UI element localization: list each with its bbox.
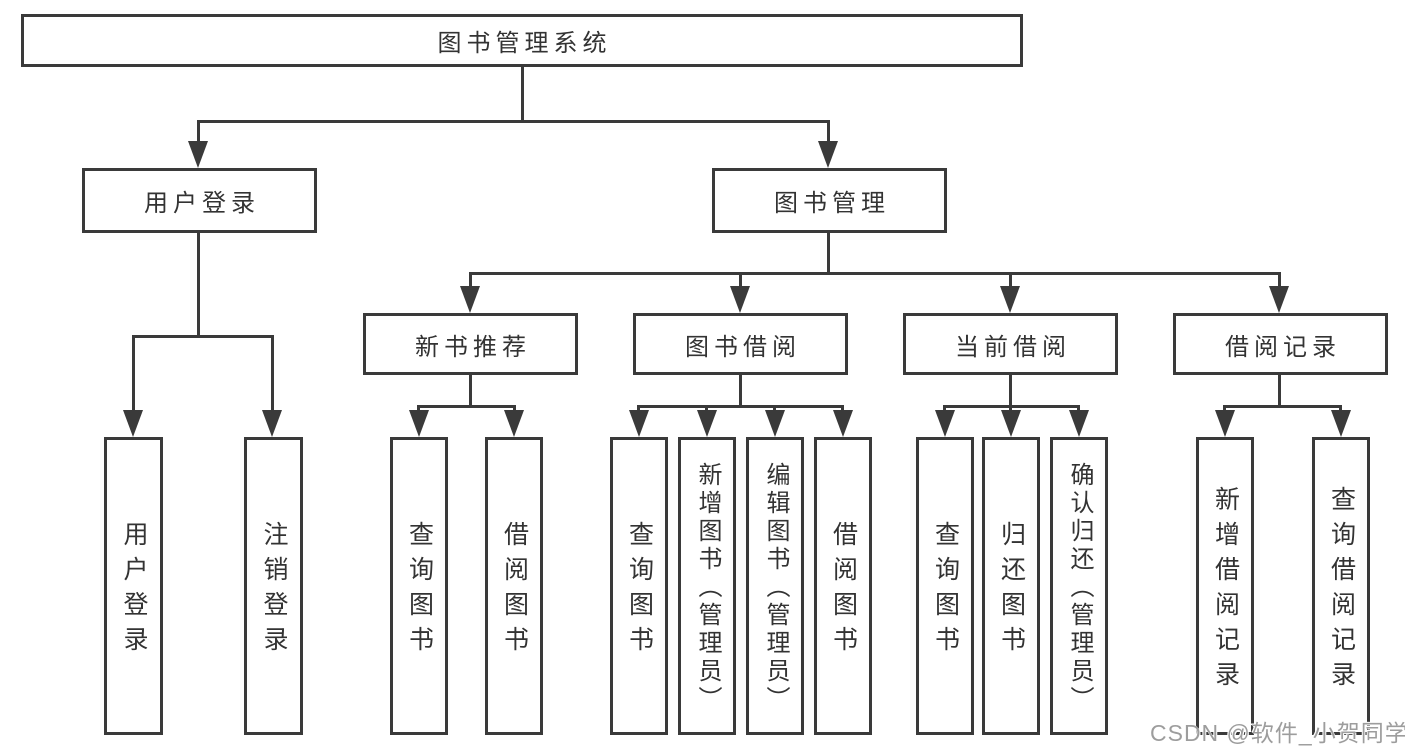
node-new-book-recommend: 新书推荐 [363,313,578,375]
node-root: 图书管理系统 [21,14,1023,67]
connector-line [637,405,640,414]
connector-line [739,272,742,290]
node-new-book-recommend-label: 新书推荐 [415,333,531,361]
node-current-borrow: 当前借阅 [903,313,1118,375]
arrowhead-down-icon [935,410,955,437]
connector-line [197,120,830,123]
connector-line [1009,405,1012,414]
connector-line [827,233,830,275]
connector-line [271,335,274,413]
connector-line [132,335,274,338]
arrowhead-down-icon [629,410,649,437]
connector-line [637,405,844,408]
connector-line [469,375,472,407]
leaf-borrow-books-recommend: 借阅图书 [485,437,543,735]
leaf-query-borrow-record: 查询借阅记录 [1312,437,1370,735]
arrowhead-down-icon [1215,410,1235,437]
leaf-borrow-books-label: 借阅图书 [829,521,858,661]
leaf-borrow-books-recommend-label: 借阅图书 [500,521,529,661]
connector-line [1009,375,1012,407]
leaf-logout-label: 注销登录 [260,521,288,661]
arrowhead-down-icon [730,286,750,313]
connector-line [1278,375,1281,407]
node-book-management-label: 图书管理 [774,190,890,217]
leaf-borrow-books: 借阅图书 [814,437,872,735]
connector-line [1339,405,1342,414]
leaf-query-books-recommend-label: 查询图书 [405,521,434,661]
arrowhead-down-icon [188,141,208,168]
node-borrow-records: 借阅记录 [1173,313,1388,375]
arrowhead-down-icon [460,286,480,313]
leaf-query-books-borrow-label: 查询图书 [625,521,654,661]
arrowhead-down-icon [1269,286,1289,313]
leaf-logout: 注销登录 [244,437,303,735]
arrowhead-down-icon [1069,410,1089,437]
node-book-borrow-label: 图书借阅 [685,333,801,361]
arrowhead-down-icon [818,141,838,168]
arrowhead-down-icon [765,410,785,437]
leaf-query-borrow-record-label: 查询借阅记录 [1327,486,1356,696]
connector-line [1278,272,1281,290]
leaf-return-book-label: 归还图书 [997,521,1026,661]
connector-line [841,405,844,414]
connector-line [521,67,524,120]
arrowhead-down-icon [1001,410,1021,437]
connector-line [827,120,830,146]
connector-line [1077,405,1080,414]
arrowhead-down-icon [504,410,524,437]
connector-line [1009,272,1012,290]
connector-line [469,272,472,290]
node-user-login-label: 用户登录 [144,190,260,217]
connector-line [943,405,946,414]
leaf-add-book-admin: 新增图书（管理员） [678,437,736,735]
connector-line [513,405,516,414]
connector-line [1223,405,1342,408]
node-book-management: 图书管理 [712,168,947,233]
connector-line [197,120,200,146]
leaf-query-books-recommend: 查询图书 [390,437,448,735]
leaf-query-books-borrow: 查询图书 [610,437,668,735]
connector-line [132,335,135,413]
arrowhead-down-icon [833,410,853,437]
node-borrow-records-label: 借阅记录 [1225,333,1341,361]
leaf-query-books-current: 查询图书 [916,437,974,735]
node-book-borrow: 图书借阅 [633,313,848,375]
connector-line [739,375,742,407]
arrowhead-down-icon [262,410,282,437]
arrowhead-down-icon [1331,410,1351,437]
leaf-edit-book-admin-label: 编辑图书（管理员） [762,462,789,714]
connector-line [417,405,420,414]
leaf-user-login-label: 用户登录 [120,521,148,661]
leaf-return-book: 归还图书 [982,437,1040,735]
arrowhead-down-icon [1000,286,1020,313]
connector-line [1223,405,1226,414]
connector-line [705,405,708,414]
leaf-user-login: 用户登录 [104,437,163,735]
node-root-label: 图书管理系统 [437,30,612,57]
connector-line [773,405,776,414]
arrowhead-down-icon [409,410,429,437]
node-current-borrow-label: 当前借阅 [955,333,1071,361]
leaf-query-books-current-label: 查询图书 [931,521,960,661]
leaf-add-borrow-record-label: 新增借阅记录 [1211,486,1240,696]
connector-line [197,233,200,338]
connector-line [417,405,516,408]
connector-line [469,272,1281,275]
csdn-watermark: CSDN @软件_小贺同学 [1150,720,1405,746]
leaf-add-book-admin-label: 新增图书（管理员） [694,462,721,714]
node-user-login: 用户登录 [82,168,317,233]
leaf-add-borrow-record: 新增借阅记录 [1196,437,1254,735]
leaf-confirm-return-admin-label: 确认归还（管理员） [1066,462,1093,714]
arrowhead-down-icon [123,410,143,437]
arrowhead-down-icon [697,410,717,437]
leaf-confirm-return-admin: 确认归还（管理员） [1050,437,1108,735]
leaf-edit-book-admin: 编辑图书（管理员） [746,437,804,735]
